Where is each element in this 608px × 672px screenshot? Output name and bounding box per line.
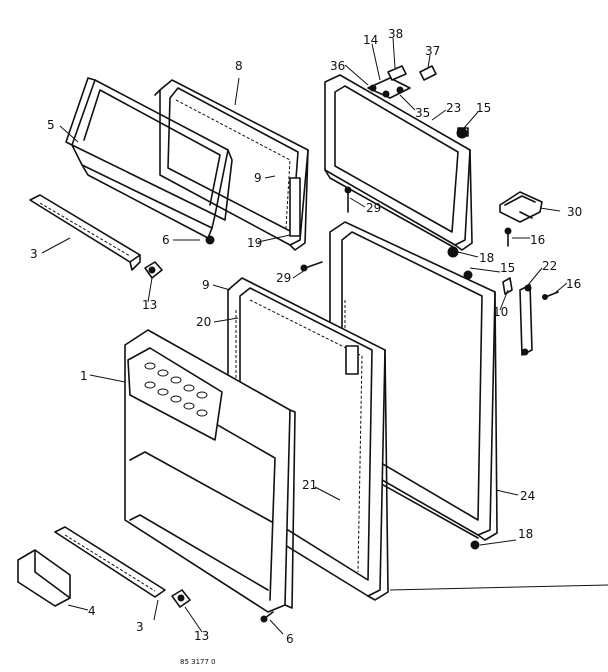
part-5-freezer-liner	[65, 77, 233, 245]
label-9-upper: 9	[254, 171, 262, 185]
part-22-handle	[502, 277, 559, 356]
label-6-upper: 6	[162, 233, 170, 247]
label-3-upper: 3	[30, 247, 38, 261]
part-3-trim-strip-upper	[29, 194, 141, 271]
leader-lines	[41, 37, 568, 635]
label-23: 23	[446, 101, 461, 115]
part-13-upper	[144, 261, 163, 279]
footer-code: 85 3177 0	[180, 658, 216, 666]
part-1-fresh-food-liner	[124, 329, 296, 613]
label-29-lower: 29	[276, 271, 291, 285]
label-14: 14	[363, 33, 378, 47]
part-30-hinge-bracket	[499, 191, 543, 223]
label-13-upper: 13	[142, 298, 157, 312]
label-21: 21	[302, 478, 317, 492]
part-23-freezer-door	[324, 74, 473, 251]
label-16-lower: 16	[566, 277, 581, 291]
label-10: 10	[493, 305, 508, 319]
label-30: 30	[567, 205, 582, 219]
label-4: 4	[88, 604, 96, 618]
label-19: 19	[247, 236, 262, 250]
part-3-trim-strip-lower	[54, 526, 166, 598]
screw-29-middle	[300, 261, 323, 272]
part-4-trim-cap	[17, 549, 71, 607]
part-13-lower	[171, 589, 191, 608]
label-18-upper: 18	[479, 251, 494, 265]
label-22: 22	[542, 259, 557, 273]
label-1: 1	[80, 369, 88, 383]
label-37: 37	[425, 44, 440, 58]
screws-upper	[344, 186, 512, 258]
label-16-upper: 16	[530, 233, 545, 247]
screw-6-lower	[260, 611, 274, 623]
label-15-lower: 15	[500, 261, 515, 275]
label-38: 38	[388, 27, 403, 41]
label-20: 20	[196, 315, 211, 329]
part-8-freezer-gasket	[154, 79, 309, 251]
bottom-edge-line	[389, 584, 608, 591]
label-5: 5	[47, 118, 55, 132]
label-9-lower: 9	[202, 278, 210, 292]
label-18-lower: 18	[518, 527, 533, 541]
label-13-lower: 13	[194, 629, 209, 643]
label-8: 8	[235, 59, 243, 73]
label-35: 35	[415, 106, 430, 120]
label-6-lower: 6	[286, 632, 294, 646]
label-36: 36	[330, 59, 345, 73]
label-15-upper: 15	[476, 101, 491, 115]
label-24: 24	[520, 489, 535, 503]
parts-14-35-36-hinge-cluster	[367, 65, 437, 99]
label-3-lower: 3	[136, 620, 144, 634]
label-29-upper: 29	[366, 201, 381, 215]
